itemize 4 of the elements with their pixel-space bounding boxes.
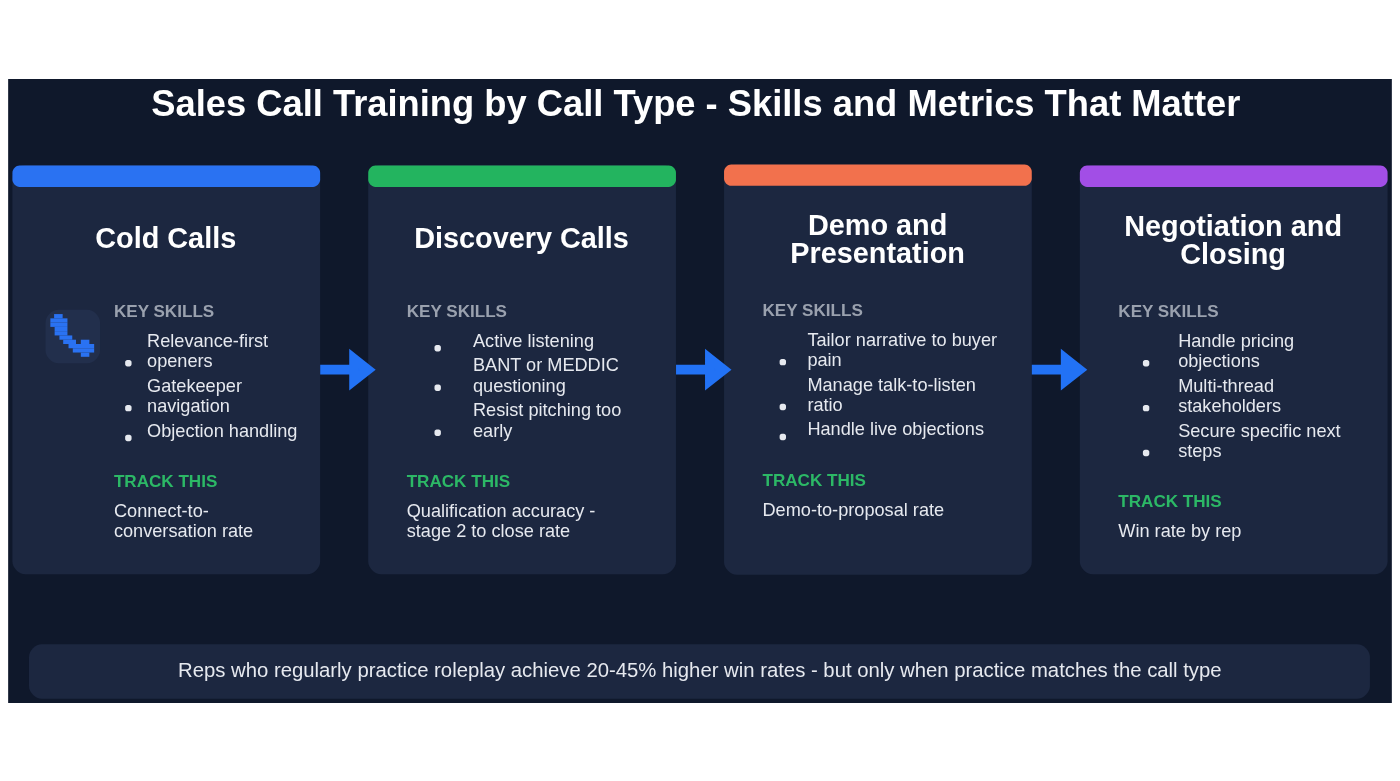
arrow bbox=[320, 348, 376, 390]
arrow bbox=[676, 348, 732, 390]
diagram-title: Sales Call Training by Call Type - Skills and Metrics That Matter bbox=[151, 82, 1241, 124]
arrow bbox=[1031, 348, 1088, 390]
